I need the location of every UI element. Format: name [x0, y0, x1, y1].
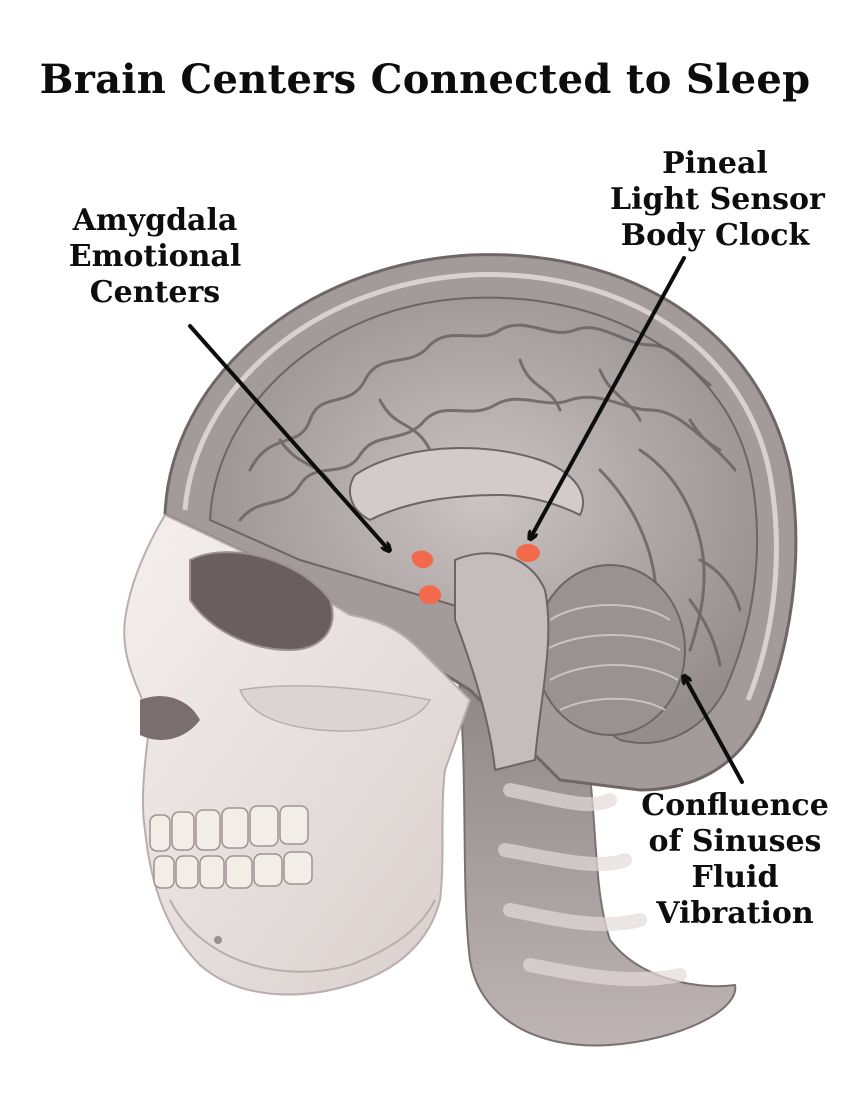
pineal-arrow — [531, 256, 686, 537]
eye-orbit — [189, 551, 334, 652]
brainstem — [454, 552, 550, 772]
skull — [123, 513, 472, 996]
annotation-arrows — [188, 256, 744, 784]
amygdala-marker — [411, 550, 434, 569]
amygdala-label-line-1: Amygdala — [72, 203, 238, 238]
pineal-label-line-3: Body Clock — [620, 218, 810, 253]
pineal-label-line-1: Pineal — [662, 146, 768, 181]
pineal-label-line-2: Light Sensor — [610, 182, 825, 217]
confluence-label: Confluence of Sinuses Fluid Vibration — [630, 788, 840, 932]
diagram-title: Brain Centers Connected to Sleep — [39, 56, 811, 103]
pineal-label: Pineal Light Sensor Body Clock — [610, 146, 825, 254]
teeth — [149, 805, 313, 889]
confluence-label-line-1: Confluence — [641, 788, 829, 823]
corpus-callosum — [349, 447, 585, 522]
brain — [208, 296, 759, 772]
amygdala-label: Amygdala Emotional Centers — [60, 203, 250, 311]
amygdala-label-line-2: Emotional — [68, 239, 242, 274]
sleep-center-markers — [411, 544, 540, 605]
confluence-label-line-3: Fluid — [691, 860, 779, 895]
amygdala-arrow — [188, 324, 388, 549]
amygdala-label-line-3: Centers — [89, 275, 221, 310]
confluence-label-line-4: Vibration — [656, 896, 814, 931]
amygdala-lower-marker — [419, 585, 442, 605]
confluence-label-line-2: of Sinuses — [648, 824, 822, 859]
confluence-arrow — [685, 678, 744, 784]
pineal-marker — [516, 544, 540, 562]
